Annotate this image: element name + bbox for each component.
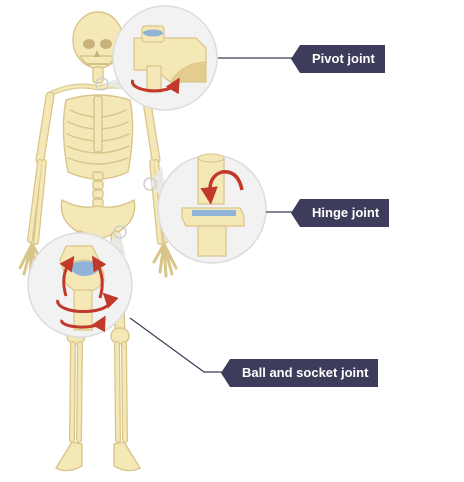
circular-arrow-icon: [56, 292, 119, 314]
curved-arrow-icon: [59, 255, 75, 297]
ball-socket-joint-label: Ball and socket joint: [220, 359, 379, 387]
hinge-joint-label: Hinge joint: [290, 199, 390, 227]
right-foot: [113, 441, 141, 472]
hinge-joint-marker: [143, 177, 157, 191]
right-hand: [152, 242, 178, 278]
neck: [92, 66, 104, 84]
hinge-callout: [157, 153, 267, 264]
pivot-joint-label: Pivot joint: [291, 45, 385, 73]
pelvis: [60, 199, 136, 241]
left-foot: [55, 441, 83, 472]
circular-arrow-icon: [130, 77, 180, 95]
curved-arrow-icon: [92, 255, 107, 299]
right-knee: [110, 327, 130, 345]
ball-callout: [27, 232, 133, 338]
ball-joint-marker: [113, 225, 127, 239]
leader-lines: [129, 57, 292, 373]
left-hand: [18, 242, 44, 278]
spine: [92, 171, 104, 208]
pivot-callout: [112, 5, 218, 111]
circular-arrow-icon: [60, 315, 106, 333]
ribcage: [62, 94, 134, 180]
curved-arrow-icon: [200, 170, 244, 205]
pivot-joint-marker: [95, 77, 109, 91]
